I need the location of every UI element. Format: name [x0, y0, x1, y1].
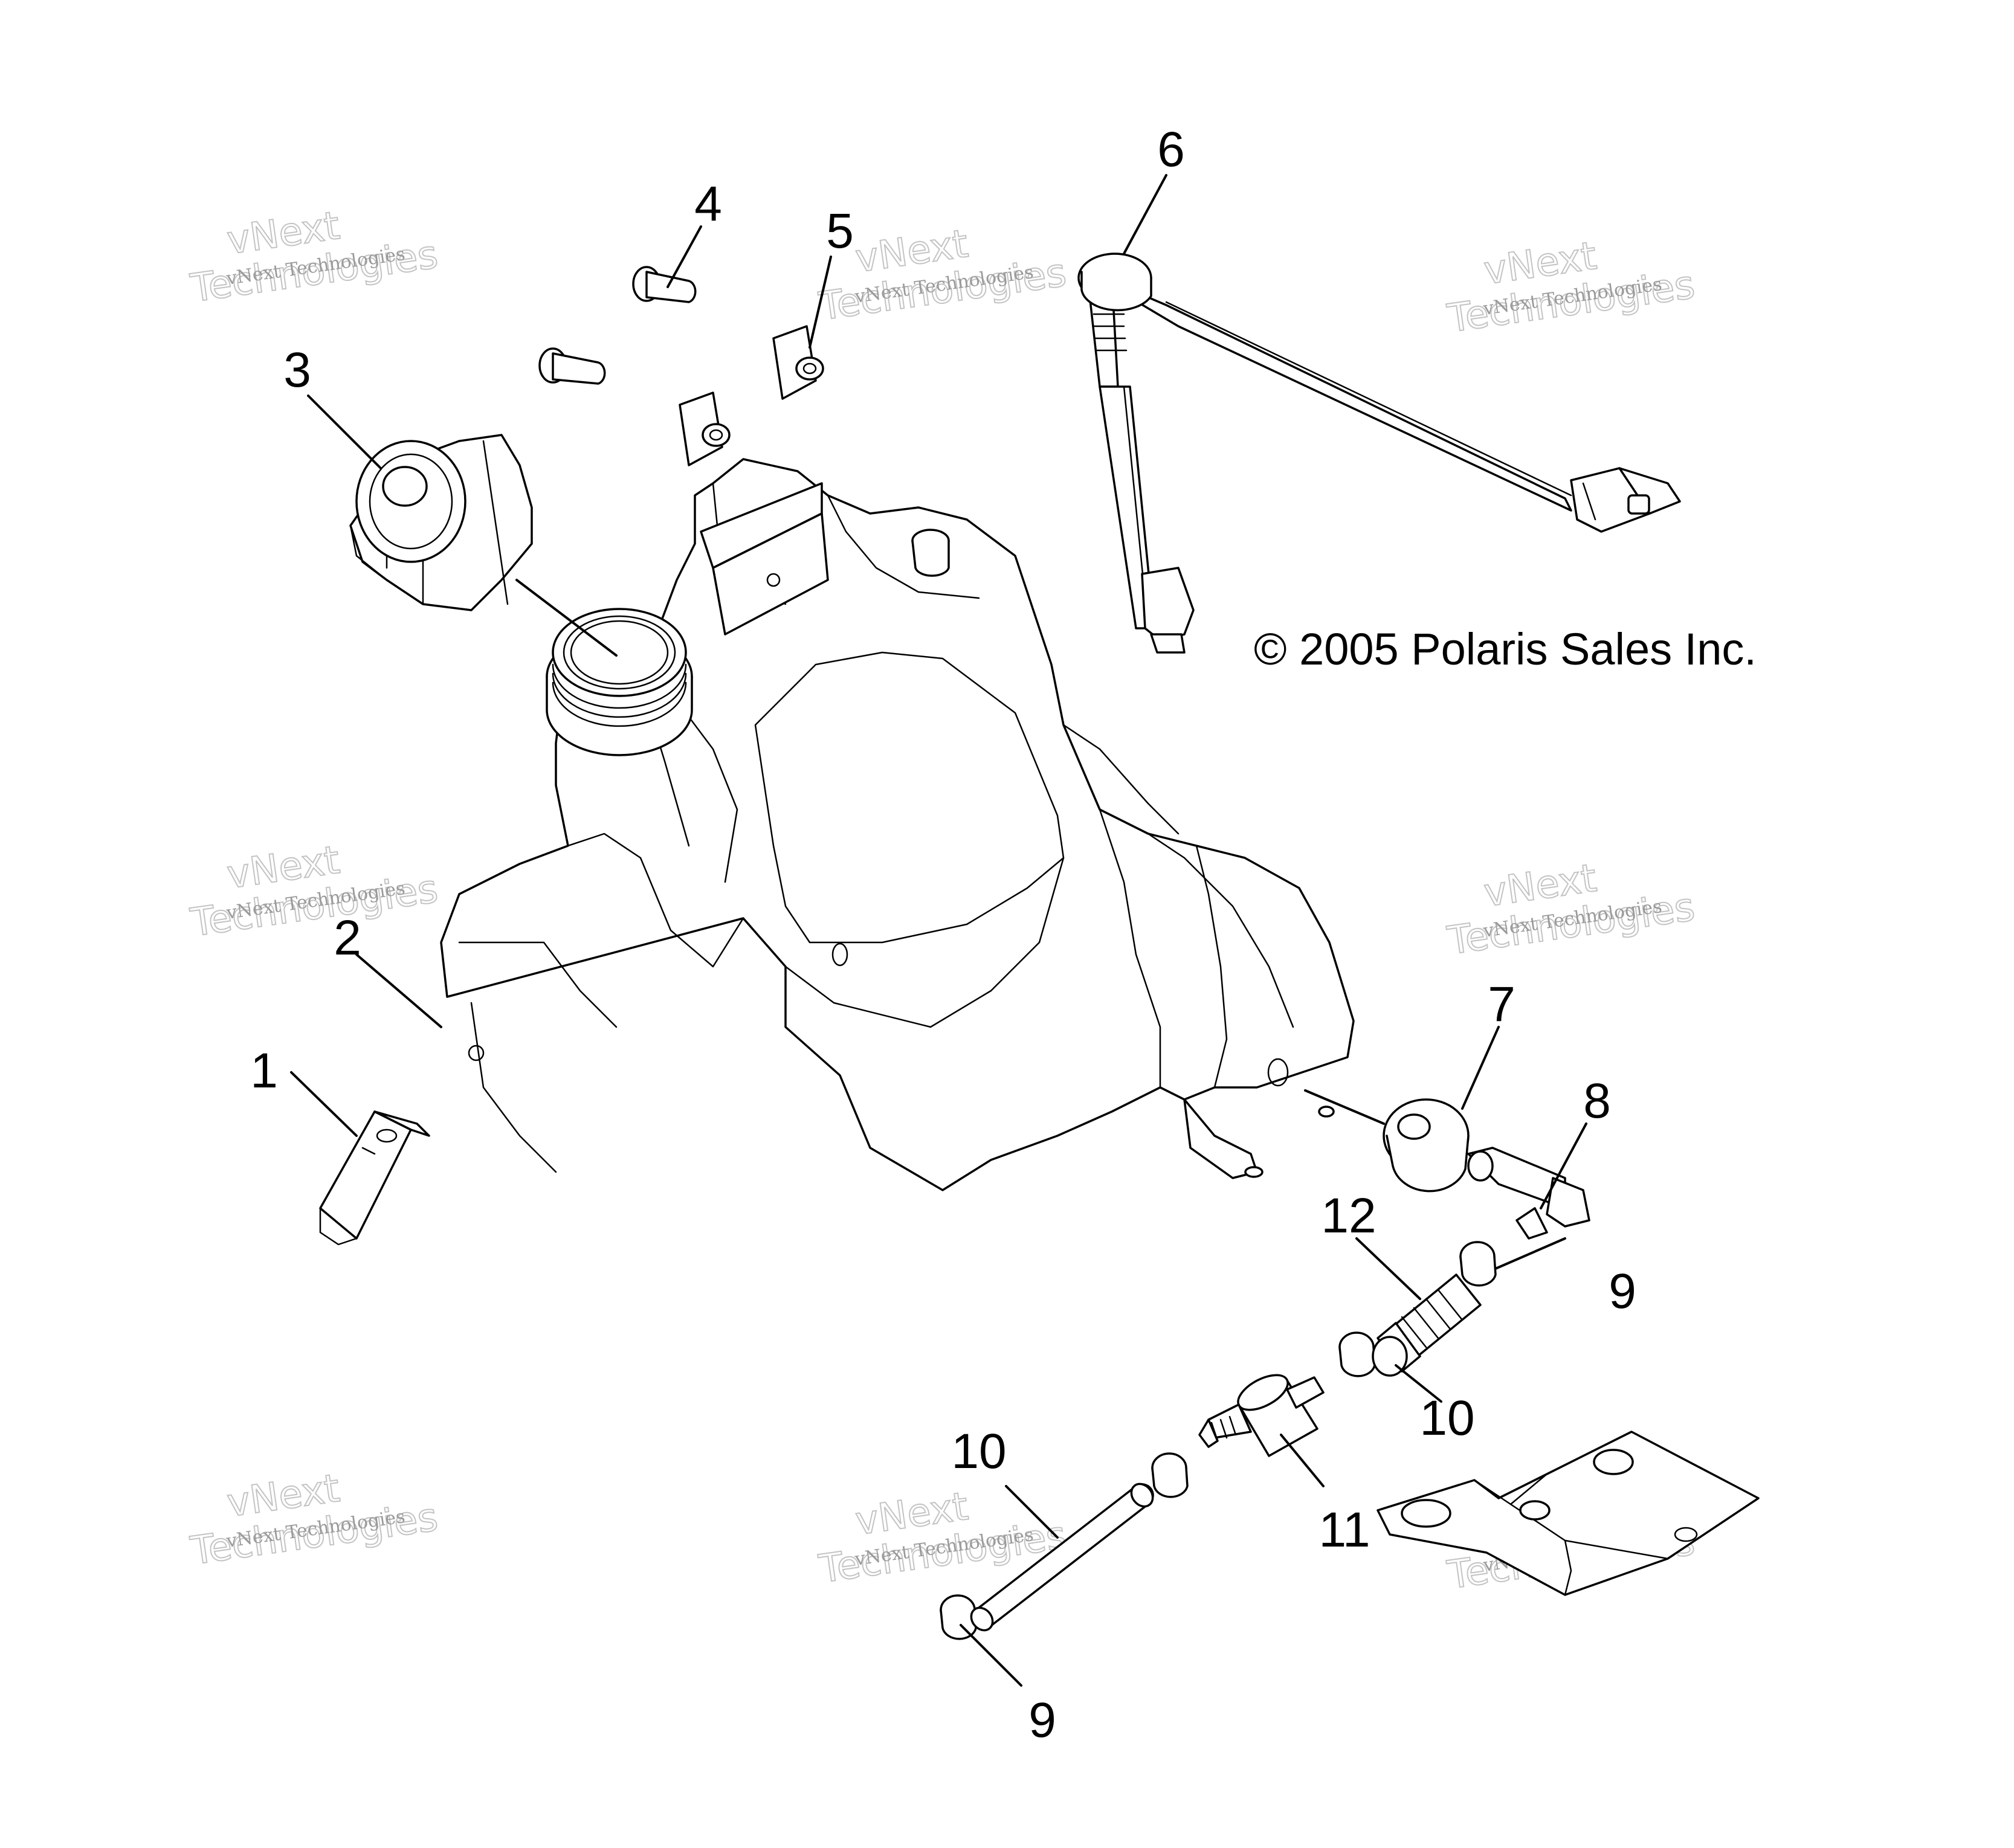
fuel-tank: [440, 458, 1355, 1191]
callout-8: 8: [1583, 1074, 1611, 1128]
watermark: Technologies vNext vNext Technologies: [816, 221, 1070, 330]
watermark: Technologies vNext vNext Technologies: [187, 1466, 441, 1575]
callout-11: 11: [1318, 1502, 1370, 1557]
fuel-filter: [1198, 1374, 1325, 1457]
hose-clamp: [1338, 1331, 1376, 1377]
callout-3: 3: [283, 343, 311, 398]
copyright-text: © 2005 Polaris Sales Inc.: [1254, 624, 1757, 674]
ribbed-hose: [1372, 1273, 1482, 1377]
callout-10b: 10: [1419, 1391, 1474, 1446]
callouts: 1 2 3 4 5 6 7 8 9 9 10 10 11 12: [250, 122, 1636, 1748]
callout-12: 12: [1321, 1188, 1376, 1243]
callout-4: 4: [694, 176, 722, 231]
fuel-sender: [1077, 253, 1681, 654]
filter-bracket: [1377, 1431, 1760, 1596]
hose-clamp: [1459, 1241, 1497, 1287]
callout-5: 5: [826, 204, 854, 259]
callout-2: 2: [334, 910, 361, 965]
straight-hose: [970, 1483, 1154, 1632]
leader-lines: [290, 174, 1587, 1687]
hose-clamp: [1151, 1452, 1189, 1498]
callout-7: 7: [1488, 977, 1515, 1032]
mounting-clip: [319, 1110, 430, 1246]
rivet: [538, 347, 606, 385]
rivet: [632, 266, 697, 303]
callout-9b: 9: [1028, 1693, 1056, 1748]
watermark: Technologies vNext vNext Technologies: [187, 203, 441, 312]
grommet: [1383, 1098, 1470, 1193]
watermark: Technologies vNext vNext Technologies: [187, 837, 441, 947]
speed-nut: [772, 325, 824, 400]
elbow-fitting: [1467, 1147, 1590, 1240]
callout-9a: 9: [1609, 1264, 1636, 1319]
callout-1: 1: [250, 1043, 278, 1098]
callout-6: 6: [1157, 122, 1185, 177]
watermark: Technologies vNext vNext Technologies: [1444, 855, 1698, 965]
callout-10a: 10: [951, 1424, 1006, 1479]
watermark: Technologies vNext vNext Technologies: [1444, 233, 1698, 343]
fuel-cap: [349, 434, 533, 611]
speed-nut: [679, 391, 731, 466]
